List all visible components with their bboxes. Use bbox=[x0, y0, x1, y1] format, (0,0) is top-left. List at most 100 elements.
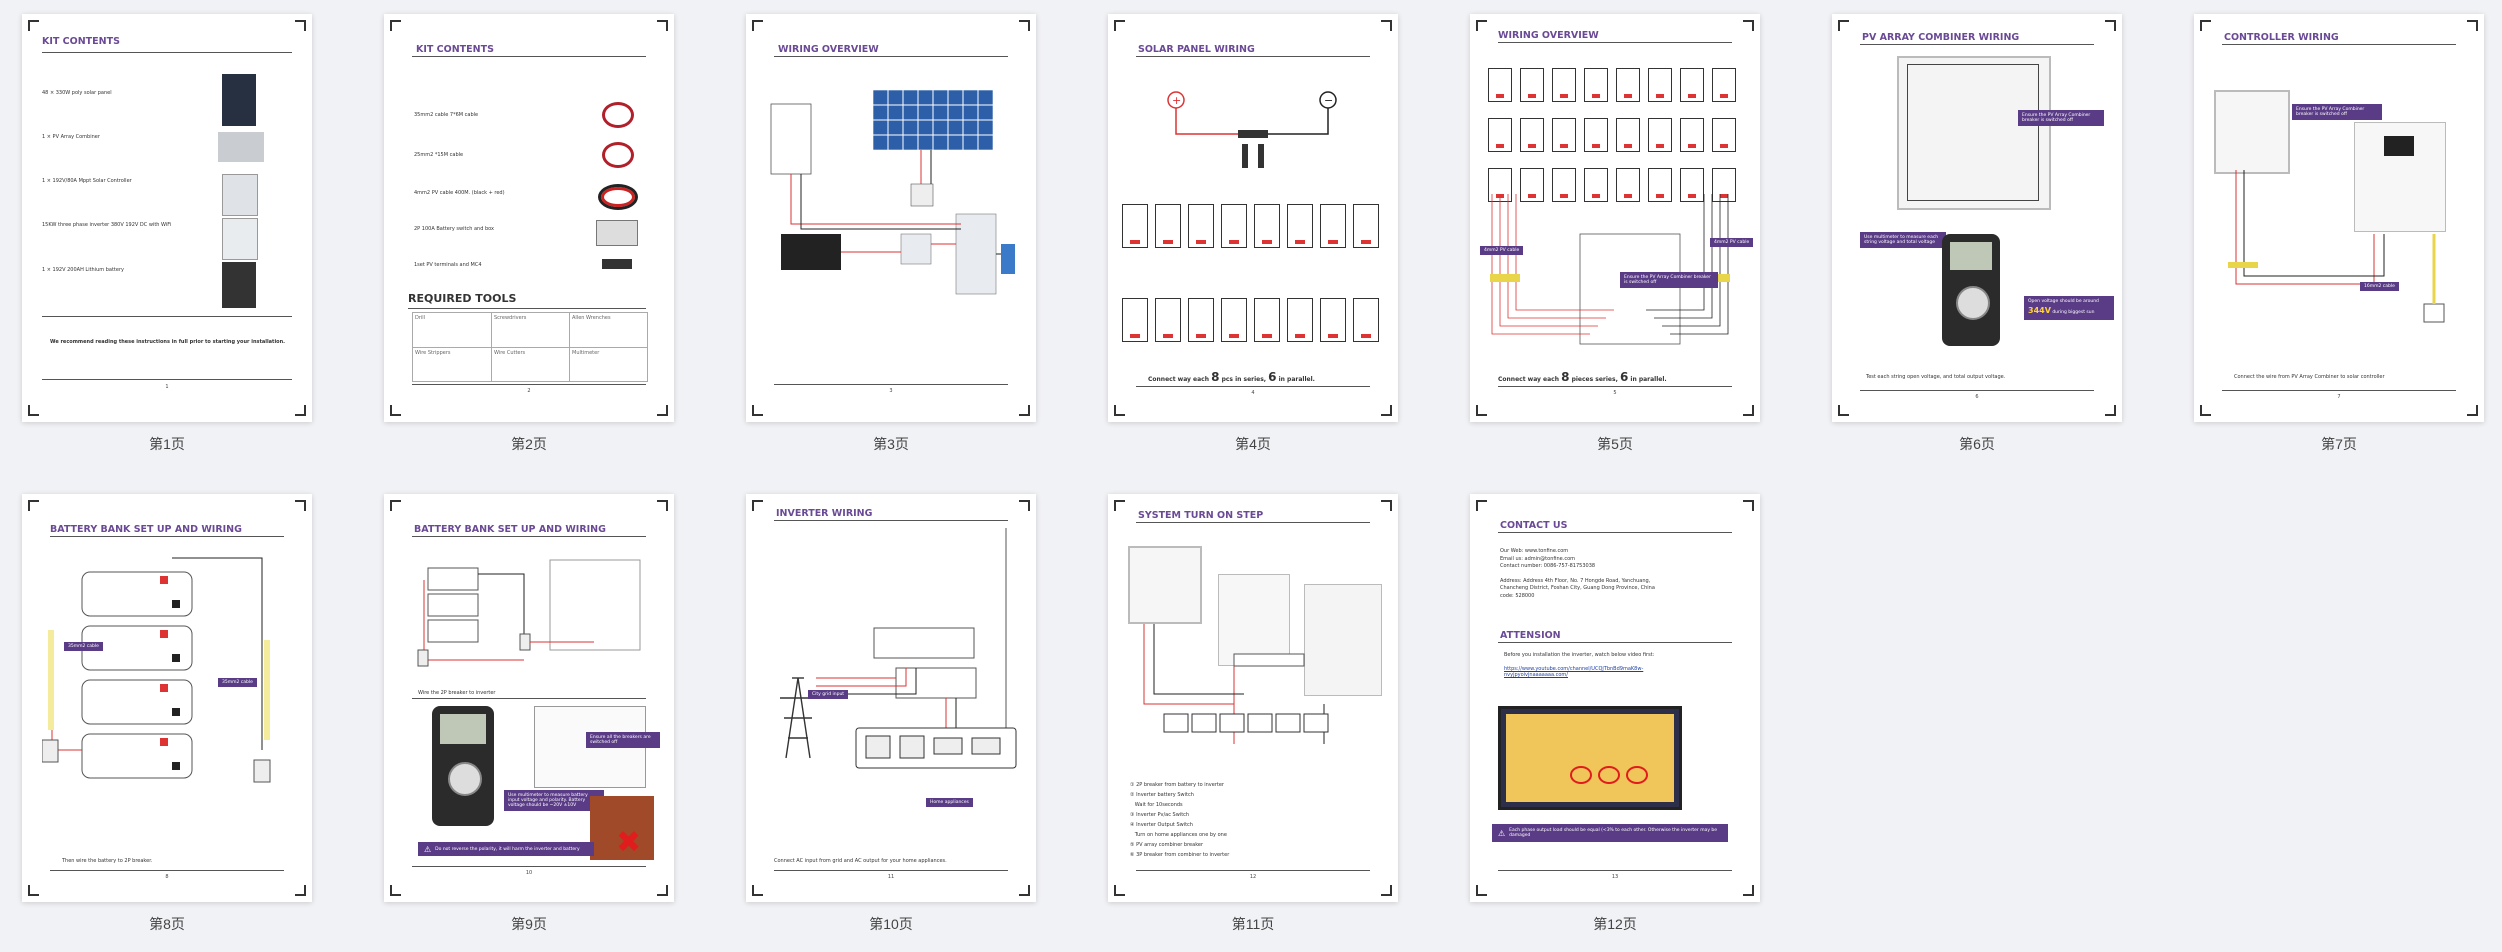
title-rule bbox=[774, 520, 1008, 521]
panel-terminal bbox=[1527, 194, 1537, 198]
page-caption[interactable]: 第6页 bbox=[1959, 436, 1995, 452]
crop-mark bbox=[295, 20, 306, 31]
footer-rule bbox=[1498, 870, 1732, 871]
series-count: 8 bbox=[1561, 370, 1570, 384]
page-caption[interactable]: 第2页 bbox=[511, 436, 547, 452]
controller-screen bbox=[2384, 136, 2414, 156]
callout-label: City grid input bbox=[808, 690, 849, 699]
panel-terminal bbox=[1328, 240, 1338, 244]
pv-cable-icon bbox=[598, 184, 638, 210]
crop-mark bbox=[295, 885, 306, 896]
crop-mark bbox=[1114, 20, 1125, 31]
crop-mark bbox=[657, 885, 668, 896]
title-rule bbox=[1136, 522, 1370, 523]
section-subtitle: Wire the 2P breaker to inverter bbox=[418, 690, 496, 696]
tool-label: Screwdrivers bbox=[491, 313, 569, 347]
footer-rule bbox=[1136, 386, 1370, 387]
cable-coil-icon bbox=[602, 142, 634, 168]
footer-rule bbox=[1860, 390, 2094, 391]
crop-mark bbox=[295, 500, 306, 511]
page-caption[interactable]: 第11页 bbox=[1231, 916, 1275, 932]
title-rule bbox=[50, 536, 284, 537]
kit-item: 1set PV terminals and MC4 bbox=[414, 262, 482, 268]
contact-line: Email us: admin@tonfine.com bbox=[1500, 555, 1576, 562]
note-prefix: Connect way each bbox=[1148, 376, 1210, 383]
highlight-circle bbox=[1598, 766, 1620, 784]
crop-mark bbox=[2105, 405, 2116, 416]
contact-line bbox=[1500, 571, 1720, 578]
crop-mark bbox=[2467, 405, 2478, 416]
solar-panel bbox=[1320, 204, 1346, 248]
solar-panel bbox=[1320, 298, 1346, 342]
page-caption[interactable]: 第3页 bbox=[873, 436, 909, 452]
callout-voltage: 344V bbox=[2028, 306, 2051, 316]
panel-terminal bbox=[1719, 194, 1729, 198]
panel-terminal bbox=[1130, 240, 1140, 244]
footer-rule bbox=[774, 870, 1008, 871]
callout-label: 35mm2 cable bbox=[64, 642, 103, 651]
solar-panel bbox=[1353, 204, 1379, 248]
solar-panel bbox=[1552, 68, 1576, 102]
kit-item: 15KW three phase inverter 380V 192V DC w… bbox=[42, 222, 172, 228]
crop-mark bbox=[1476, 885, 1487, 896]
attention-subtitle: ATTENSION bbox=[1500, 630, 1561, 641]
kit-item: 35mm2 cable 7*6M cable bbox=[414, 112, 479, 118]
solar-panel bbox=[1254, 298, 1280, 342]
panel-terminal bbox=[1361, 334, 1371, 338]
page-caption[interactable]: 第1页 bbox=[149, 436, 185, 452]
crop-mark bbox=[1114, 500, 1125, 511]
series-count: 8 bbox=[1211, 370, 1220, 384]
panel-terminal bbox=[1591, 194, 1601, 198]
solar-panel bbox=[1680, 118, 1704, 152]
contact-line: Contact number: 0086-757-81753038 bbox=[1500, 563, 1596, 569]
page-title: CONTACT US bbox=[1500, 520, 1568, 531]
kit-item: 25mm2 *15M cable bbox=[414, 152, 464, 158]
crop-mark bbox=[1114, 885, 1125, 896]
panel-terminal bbox=[1559, 144, 1569, 148]
crop-mark bbox=[657, 20, 668, 31]
page-caption[interactable]: 第5页 bbox=[1597, 436, 1633, 452]
panel-terminal bbox=[1163, 334, 1173, 338]
panel-terminal bbox=[1559, 94, 1569, 98]
page-title: KIT CONTENTS bbox=[42, 36, 120, 47]
page-caption[interactable]: 第10页 bbox=[869, 916, 913, 932]
panel-terminal bbox=[1196, 240, 1206, 244]
callout-box: Open voltage should be around 344V durin… bbox=[2024, 296, 2114, 320]
note-suffix: in parallel. bbox=[1630, 376, 1667, 383]
attention-rule bbox=[1498, 642, 1732, 643]
attention-text: Before you installation the inverter, wa… bbox=[1504, 652, 1655, 658]
callout-label: Home appliances bbox=[926, 798, 973, 807]
page-title: BATTERY BANK SET UP AND WIRING bbox=[50, 524, 242, 535]
turn-on-step: Turn on home appliances one by one bbox=[1130, 832, 1227, 838]
title-rule bbox=[1860, 44, 2094, 45]
page-title: WIRING OVERVIEW bbox=[1498, 30, 1599, 41]
panel-terminal bbox=[1719, 94, 1729, 98]
series-parallel-note: Connect way each 8 pcs in series, 6 in p… bbox=[1148, 370, 1315, 384]
solar-panel bbox=[1254, 204, 1280, 248]
footer-rule bbox=[2222, 390, 2456, 391]
kit-item: 1 × 192V/80A Mppt Solar Controller bbox=[42, 178, 132, 184]
battery-to-breaker-diagram bbox=[417, 559, 641, 667]
page-caption[interactable]: 第4页 bbox=[1235, 436, 1271, 452]
callout-label: Ensure all the breakers are switched off bbox=[586, 732, 660, 748]
mc4-connector-diagram: + − bbox=[1167, 91, 1337, 168]
panel-terminal bbox=[1623, 94, 1633, 98]
turn-on-diagram bbox=[1143, 624, 1329, 744]
video-link[interactable]: https://www.youtube.com/channel/UCQjTbnB… bbox=[1504, 666, 1644, 678]
page-caption[interactable]: 第7页 bbox=[2321, 436, 2357, 452]
kit-item: 1 × PV Array Combiner bbox=[42, 134, 100, 140]
title-rule bbox=[1136, 56, 1370, 57]
crop-mark bbox=[295, 405, 306, 416]
solar-panel bbox=[1584, 68, 1608, 102]
crop-mark bbox=[28, 500, 39, 511]
crop-mark bbox=[390, 20, 401, 31]
page-caption[interactable]: 第9页 bbox=[511, 916, 547, 932]
crop-mark bbox=[2200, 20, 2211, 31]
page-caption[interactable]: 第12页 bbox=[1593, 916, 1637, 932]
page-caption[interactable]: 第8页 bbox=[149, 916, 185, 932]
solar-panel bbox=[1488, 118, 1512, 152]
crop-mark bbox=[657, 405, 668, 416]
footer-rule bbox=[1136, 870, 1370, 871]
turn-on-step: ① 2P breaker from battery to inverter bbox=[1130, 782, 1224, 788]
